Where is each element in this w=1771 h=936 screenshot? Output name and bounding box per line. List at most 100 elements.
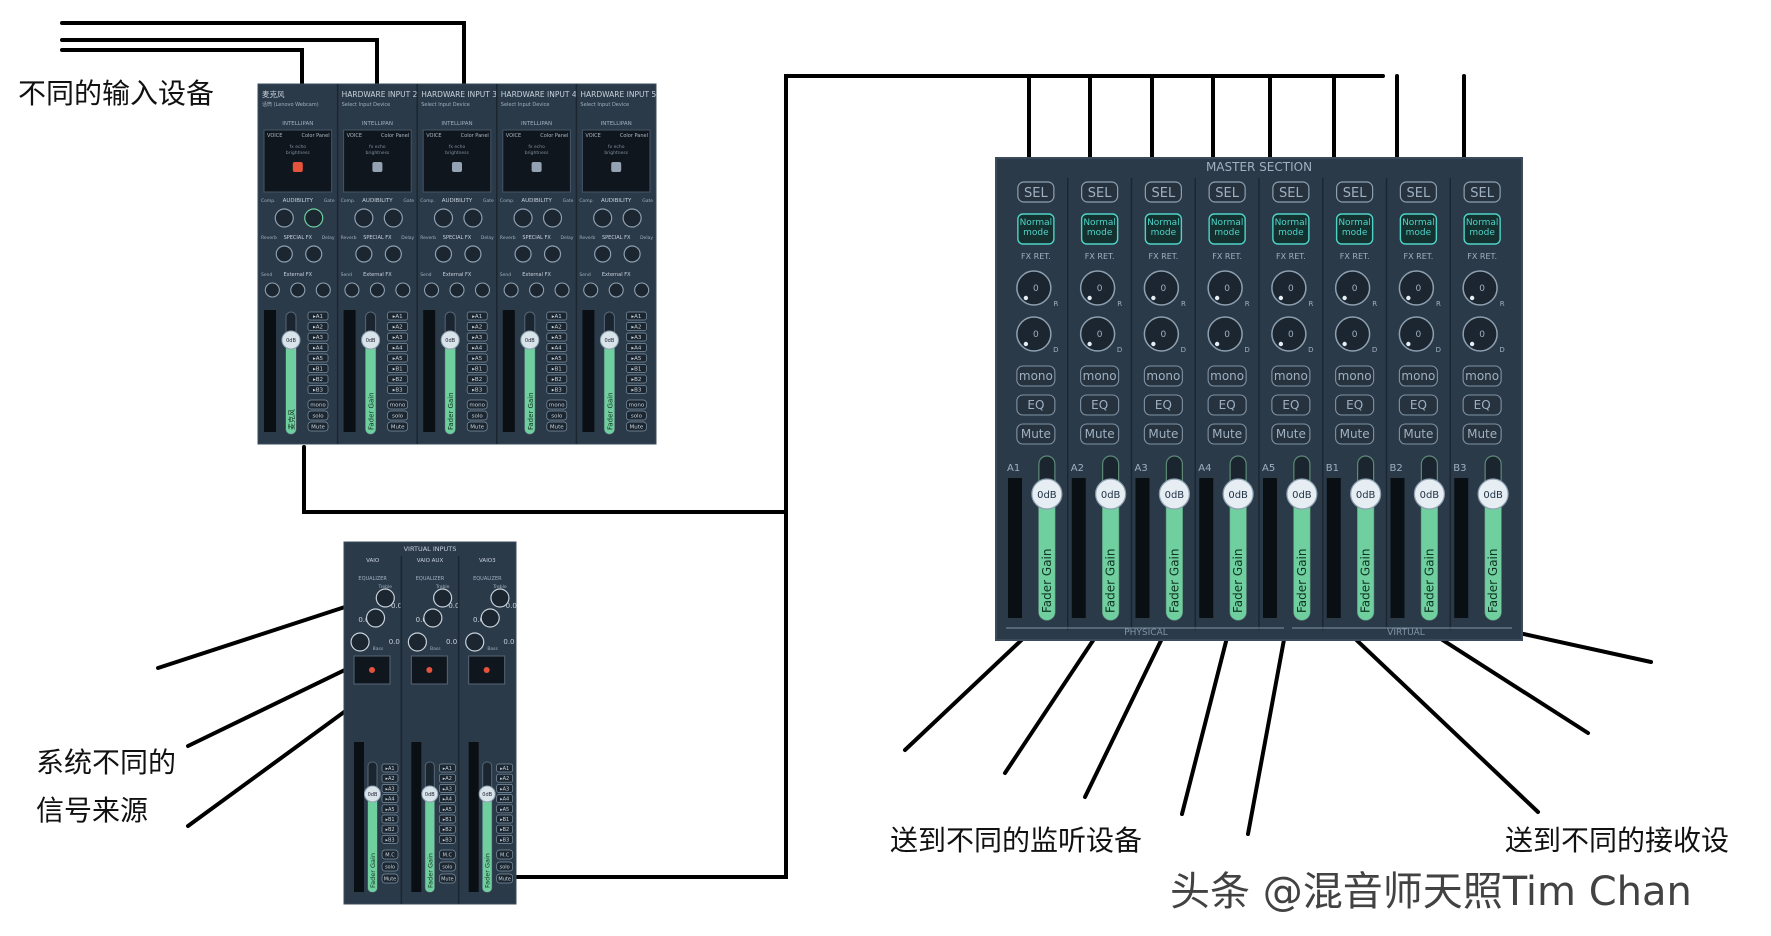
voice-label: VOICE: [267, 133, 282, 139]
connection-line: [60, 21, 466, 89]
strip-button: [387, 399, 408, 410]
strip-button: [466, 399, 488, 410]
strip-subtitle: Select Input Device: [501, 102, 550, 108]
bus-button-label: ▸B3: [385, 837, 394, 843]
fx-knob-value: 0: [1224, 330, 1230, 340]
fader-label: Fader Gain: [527, 392, 535, 430]
fader-label: Fader Gain: [426, 853, 434, 888]
fader-value: 0dB: [366, 338, 376, 344]
pan-cursor: [611, 162, 622, 172]
connection-line: [302, 445, 788, 514]
label-receive-out: 送到不同的接收设: [1505, 824, 1729, 857]
bus-button-label: ▸B2: [631, 377, 641, 383]
bus-button-label: ▸B3: [631, 388, 642, 394]
fader-label: Fader Gain: [447, 392, 455, 430]
delay-label: Delay: [640, 235, 653, 241]
fader-fill: [1038, 494, 1055, 620]
strip-button-label: Mute: [384, 877, 397, 883]
master-strip-button: [1335, 365, 1375, 387]
eq-value: 0.0: [446, 638, 457, 646]
bus-button: [381, 763, 399, 773]
send-knob: [264, 282, 280, 298]
fader-value: 0dB: [482, 792, 492, 798]
level-meter: [1008, 478, 1022, 618]
strip-button: [381, 849, 399, 860]
send-knob: [449, 282, 465, 298]
fx-knob-tag: R: [1117, 300, 1122, 308]
send-knob: [529, 282, 545, 298]
master-button-label: EQ: [1091, 398, 1108, 412]
fader-value: 0dB: [525, 338, 535, 344]
fader-fill: [1166, 494, 1183, 620]
master-strip-button: [1016, 423, 1056, 445]
fader-knob: [281, 330, 301, 350]
color-panel-label: Color Panel: [620, 133, 648, 139]
bus-button-label: ▸B2: [385, 827, 394, 833]
master-strip-button: [1143, 365, 1183, 387]
fader-knob: [520, 330, 540, 350]
bus-button-label: ▸A5: [443, 807, 452, 813]
external-fx-label: External FX: [363, 272, 392, 278]
bus-button-label: ▸A4: [472, 346, 483, 352]
strip-button: [626, 410, 647, 421]
connection-line: [60, 48, 304, 89]
fx-knob-value: 0: [1352, 330, 1358, 340]
fx-ret-label: FX RET.: [1404, 252, 1434, 261]
bus-button: [387, 322, 408, 331]
bus-button: [626, 332, 647, 342]
bus-name: B2: [1390, 463, 1403, 474]
fx-ret-label: FX RET.: [1276, 252, 1306, 261]
color-panel-label: Color Panel: [381, 133, 409, 139]
bus-button-label: ▸A1: [500, 766, 509, 772]
master-strip-button: [1207, 394, 1247, 416]
bus-button-label: ▸B2: [472, 377, 482, 383]
mode-label-2: mode: [1151, 228, 1177, 238]
bus-button-label: ▸A3: [472, 335, 483, 341]
strip-button-label: solo: [392, 414, 404, 420]
fx-knob-dot: [1278, 341, 1284, 347]
fader-fill: [425, 794, 435, 892]
strip-button-label: Mute: [311, 425, 325, 431]
mid-knob: [423, 608, 443, 628]
fx-knob-dot: [1023, 341, 1029, 347]
fx-knob-tag: R: [1372, 300, 1377, 308]
level-meter: [1263, 478, 1277, 618]
strip-button: [381, 873, 399, 884]
spatial-fx-label: SPECIAL FX: [284, 235, 313, 241]
strip-button: [546, 421, 568, 432]
master-strip-button: [1462, 365, 1502, 387]
bass-label: Bass: [430, 646, 441, 652]
strip-button-label: Mute: [441, 877, 454, 883]
send-knob: [554, 282, 570, 298]
bus-button-label: ▸A3: [552, 335, 563, 341]
fx-knob-tag: R: [1436, 300, 1441, 308]
sel-button: [1081, 181, 1119, 203]
reverb-knob: [514, 245, 532, 263]
strip-button-label: solo: [500, 865, 510, 871]
strip-button-label: solo: [385, 865, 395, 871]
sel-button: [1144, 181, 1182, 203]
master-button-label: mono: [1401, 369, 1435, 383]
fx-knob-value: 0: [1161, 330, 1167, 340]
treble-knob: [433, 588, 453, 608]
send-label: Send: [579, 272, 590, 278]
pan-cursor: [452, 162, 462, 172]
eq-value: 0.0: [389, 638, 400, 646]
fx-ret-label: FX RET.: [1149, 252, 1179, 261]
strip-title: HARDWARE INPUT 4: [501, 90, 577, 99]
bus-name: B3: [1453, 463, 1466, 474]
fader-knob: [421, 785, 439, 803]
gate-knob: [463, 208, 483, 228]
fx-knob-dot: [1087, 341, 1092, 347]
bus-button: [381, 794, 399, 803]
connection-line: [1246, 616, 1290, 836]
master-strip-button: [1398, 394, 1438, 416]
fader-knob: [1095, 478, 1127, 510]
fx-knob-dot: [1151, 295, 1156, 301]
level-meter: [502, 310, 515, 432]
strip-button-label: Mute: [391, 425, 405, 431]
fx-knob-tag: R: [1500, 300, 1505, 308]
